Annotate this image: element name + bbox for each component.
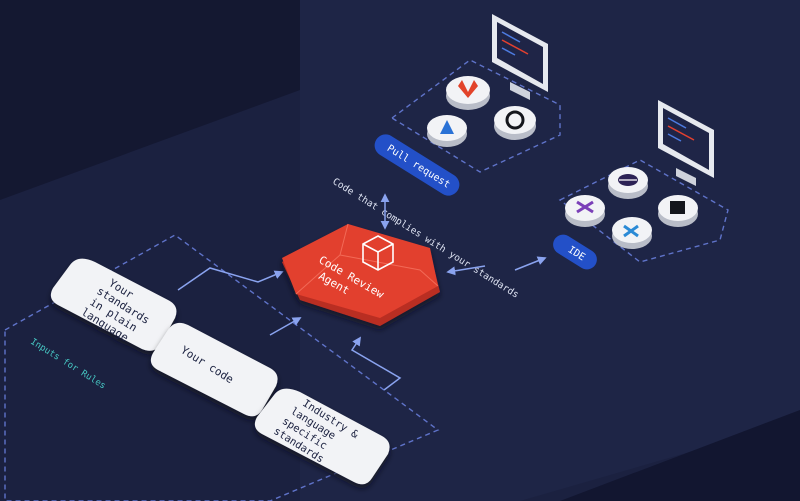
card-your-code[interactable]: Your code <box>150 322 278 417</box>
ide-pill[interactable]: IDE <box>549 231 600 273</box>
monitor-icon <box>492 14 548 100</box>
input-arrows <box>177 267 402 391</box>
vscode-icon <box>612 217 652 249</box>
agent-logo-icon <box>362 235 394 271</box>
github-icon <box>494 106 536 140</box>
output-arrows <box>380 193 547 276</box>
visual-studio-icon <box>565 195 605 227</box>
gitlab-icon <box>446 76 490 110</box>
code-review-agent[interactable]: Code Review Agent <box>282 223 440 326</box>
ide-tools-region <box>558 159 729 263</box>
monitor-icon <box>658 100 714 186</box>
eclipse-icon <box>608 167 648 199</box>
azure-devops-icon <box>427 115 467 147</box>
jetbrains-icon <box>658 195 698 227</box>
pull-request-tools-region <box>390 59 561 173</box>
